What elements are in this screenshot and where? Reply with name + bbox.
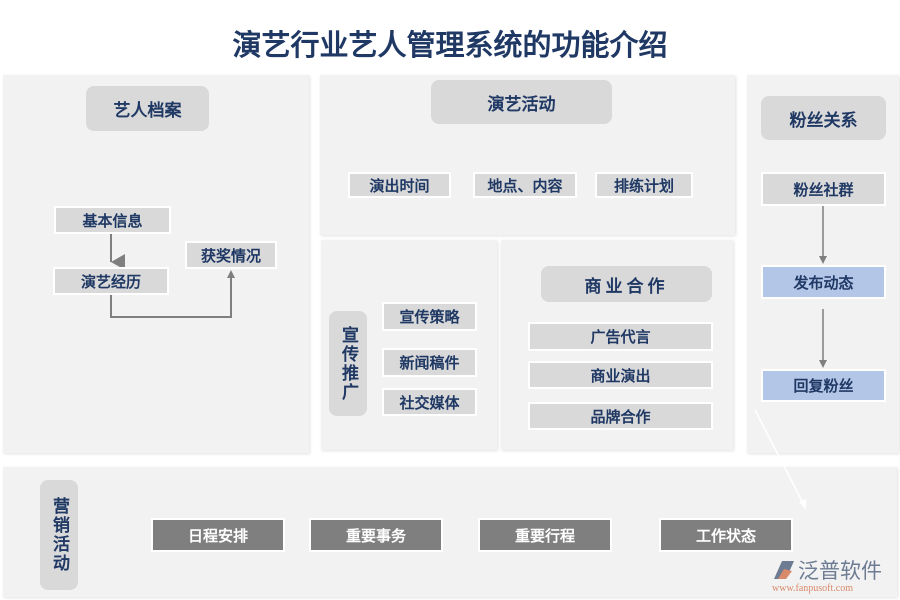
fanpu-logo: 泛普软件 www.fanpusoft.com [770, 555, 895, 597]
business-item: 广告代言 [528, 322, 713, 351]
performance-item: 排练计划 [595, 172, 693, 198]
marketing-item: 日程安排 [151, 518, 285, 552]
performance-item: 地点、内容 [473, 172, 577, 198]
business-item: 品牌合作 [528, 402, 713, 430]
performance-header: 演艺活动 [431, 80, 612, 124]
business-header: 商业合作 [541, 266, 712, 302]
promotion-item: 社交媒体 [382, 388, 477, 416]
basic-info-box: 基本信息 [54, 206, 171, 234]
logo-icon [774, 561, 794, 579]
awards-box: 获奖情况 [185, 241, 277, 269]
fans-item: 粉丝社群 [761, 172, 886, 206]
marketing-header: 营销活动 [40, 480, 78, 590]
logo-name: 泛普软件 [798, 559, 882, 583]
career-box: 演艺经历 [53, 267, 169, 295]
fans-header: 粉丝关系 [761, 96, 886, 140]
marketing-item: 重要行程 [478, 518, 612, 552]
logo-url: www.fanpusoft.com [772, 583, 854, 594]
promotion-header: 宣传推广 [329, 311, 367, 416]
promotion-item: 宣传策略 [382, 302, 477, 331]
promotion-item: 新闻稿件 [382, 348, 477, 377]
fans-item: 回复粉丝 [761, 369, 886, 402]
marketing-item: 工作状态 [659, 518, 793, 552]
fans-item: 发布动态 [761, 265, 886, 299]
white-arrow [754, 409, 804, 504]
arrow-career-to-awards [110, 274, 232, 318]
artist-profile-header: 艺人档案 [86, 86, 209, 131]
marketing-item: 重要事务 [309, 518, 443, 552]
business-item: 商业演出 [528, 361, 713, 389]
performance-item: 演出时间 [348, 172, 451, 198]
page-title: 演艺行业艺人管理系统的功能介绍 [232, 28, 668, 62]
